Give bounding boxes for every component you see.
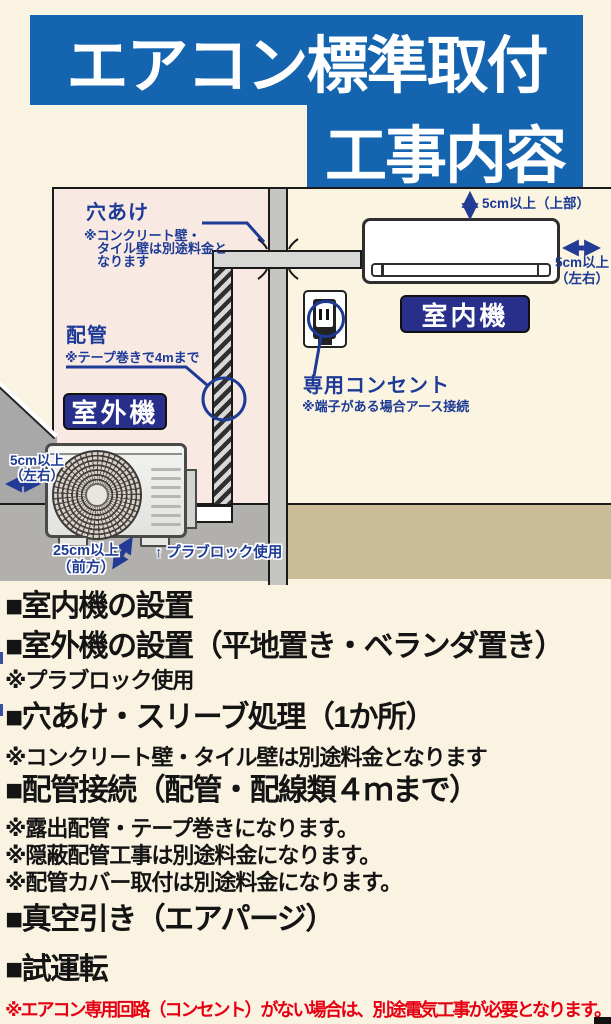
checklist-item: ■穴あけ・スリーブ処理（1か所） xyxy=(5,701,436,734)
hole-note: ※コンクリート壁・ タイル壁は別途料金と なります xyxy=(84,228,228,269)
outdoor-unit-foot-right xyxy=(140,536,170,547)
edge-artifact xyxy=(0,652,3,664)
checklist-item: ■室内機の設置 xyxy=(5,590,194,623)
refrigerant-pipe-horizontal xyxy=(212,250,362,269)
refrigerant-pipe-vertical xyxy=(212,266,233,506)
outlet-label: 専用コンセント xyxy=(303,375,450,397)
pipe-label: 配管 xyxy=(66,325,108,347)
outdoor-unit-foot-left xyxy=(58,536,88,547)
work-checklist: ■室内機の設置 ■室外機の設置（平地置き・ベランダ置き） ※プラブロック使用 ■… xyxy=(0,585,611,1022)
checklist-note: ※コンクリート壁・タイル壁は別途料金となります xyxy=(5,745,488,770)
page-title-line1: エアコン標準取付 xyxy=(30,15,583,105)
outlet-note: ※端子がある場合アース接続 xyxy=(302,399,470,414)
outdoor-fan-icon xyxy=(52,450,142,540)
plablock-note: ↑ プラブロック使用 xyxy=(155,545,283,561)
indoor-unit-vent xyxy=(371,263,551,277)
clearance-outdoor-left-label: 5cm以上 （左右） xyxy=(10,453,65,483)
outlet-frame xyxy=(313,299,336,339)
checklist-item: ■真空引き（エアパージ） xyxy=(5,903,335,936)
outlet-tab xyxy=(318,339,332,345)
pipe-note: ※テープ巻きで4mまで xyxy=(65,350,200,365)
installation-diagram: 穴あけ ※コンクリート壁・ タイル壁は別途料金と なります 配管 ※テープ巻きで… xyxy=(0,187,611,585)
checklist-note: ※配管カバー取付は別途料金になります。 xyxy=(5,870,402,895)
indoor-unit-label-box: 室内機 xyxy=(400,295,530,333)
checklist-item: ■配管接続（配管・配線類４ｍまで） xyxy=(5,774,479,807)
checklist-warning: ※エアコン専用回路（コンセント）がない場合は、別途電気工事が必要となります。 xyxy=(5,1000,611,1020)
outdoor-unit-vents xyxy=(151,468,181,526)
corner-mark xyxy=(594,1017,611,1024)
diagram-left-border xyxy=(52,187,54,433)
hole-label: 穴あけ xyxy=(86,202,149,224)
clearance-front-label: 25cm以上 （前方） xyxy=(52,543,120,576)
checklist-item: ■試運転 xyxy=(5,953,109,986)
diagram-top-border xyxy=(52,187,611,189)
floor-indoor xyxy=(288,503,611,579)
power-outlet xyxy=(303,290,347,348)
clearance-top-label: 5cm以上（上部） xyxy=(482,196,591,211)
checklist-note: ※プラブロック使用 xyxy=(5,668,194,693)
page-title-line2: 工事内容 xyxy=(307,105,583,194)
checklist-note: ※露出配管・テープ巻きになります。 xyxy=(5,816,359,841)
outdoor-unit-side-panel xyxy=(185,469,197,529)
fan-hub-icon xyxy=(85,483,109,507)
checklist-note: ※隠蔽配管工事は別途料金になります。 xyxy=(5,843,381,868)
outdoor-unit xyxy=(45,443,187,540)
edge-artifact xyxy=(0,704,3,716)
outdoor-unit-label-box: 室外機 xyxy=(63,393,167,430)
checklist-item: ■室外機の設置（平地置き・ベランダ置き） xyxy=(5,630,565,663)
clearance-right-label: 5cm以上 （左右） xyxy=(554,255,609,286)
wall-stud xyxy=(268,187,288,585)
outlet-window xyxy=(316,302,333,327)
indoor-unit xyxy=(362,218,560,284)
